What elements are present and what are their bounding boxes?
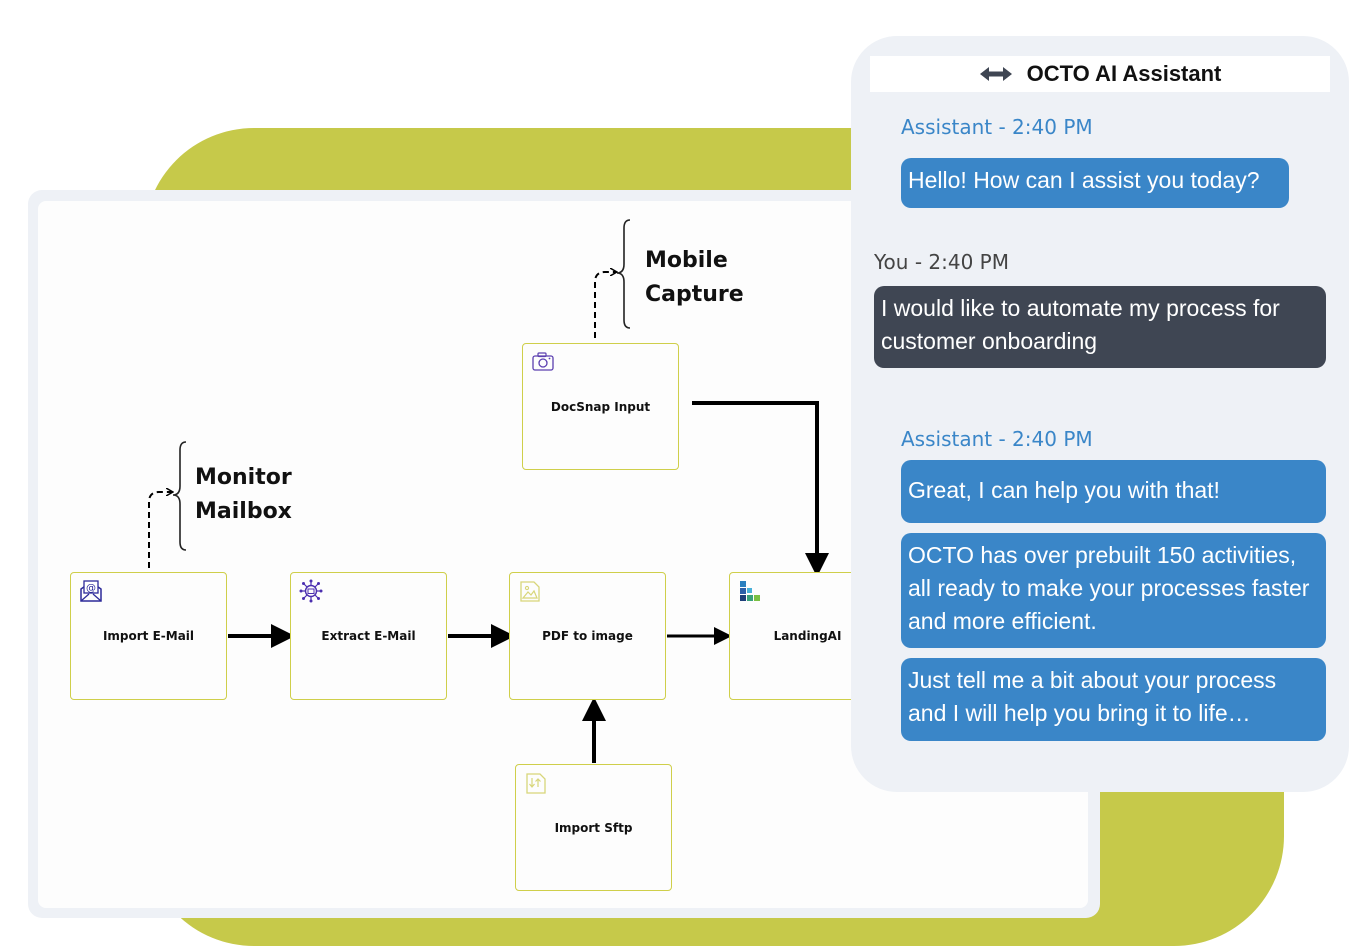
assistant-message-bubble: Hello! How can I assist you today?: [901, 158, 1289, 208]
node-import-sftp[interactable]: Import Sftp: [515, 764, 672, 891]
node-label: PDF to image: [542, 629, 633, 643]
sftp-file-icon: [526, 773, 546, 794]
resize-horizontal-icon[interactable]: [979, 64, 1013, 84]
node-label: Import Sftp: [554, 820, 633, 835]
node-docsnap-input[interactable]: DocSnap Input: [522, 343, 679, 470]
node-label: DocSnap Input: [550, 399, 651, 414]
node-pdf-to-image[interactable]: PDF to image: [509, 572, 666, 700]
chat-title: OCTO AI Assistant: [1026, 61, 1222, 86]
email-icon: @: [80, 580, 102, 602]
landingai-logo-icon: [740, 581, 760, 601]
node-label: LandingAI: [773, 629, 842, 643]
annotation-monitor-mailbox-line1: Monitor: [195, 465, 292, 490]
message-meta-user: You - 2:40 PM: [874, 250, 1009, 274]
annotation-mobile-capture-line1: Mobile: [645, 248, 728, 273]
annotation-mobile-capture: Mobile Capture: [645, 244, 744, 312]
assistant-message-bubble: Just tell me a bit about your process an…: [901, 658, 1326, 741]
assistant-message-bubble: OCTO has over prebuilt 150 activities, a…: [901, 533, 1326, 648]
node-label: Extract E-Mail: [321, 629, 416, 643]
user-message-bubble: I would like to automate my process for …: [874, 286, 1326, 368]
annotation-monitor-mailbox-line2: Mailbox: [195, 499, 292, 524]
assistant-message-bubble: Great, I can help you with that!: [901, 460, 1326, 523]
annotation-mobile-capture-line2: Capture: [645, 282, 744, 307]
node-extract-email[interactable]: Extract E-Mail: [290, 572, 447, 700]
message-meta-assistant: Assistant - 2:40 PM: [901, 115, 1093, 139]
image-file-icon: [520, 581, 540, 602]
camera-icon: [532, 352, 554, 371]
message-meta-assistant: Assistant - 2:40 PM: [901, 427, 1093, 451]
node-import-email[interactable]: @ Import E-Mail: [70, 572, 227, 700]
annotation-monitor-mailbox: Monitor Mailbox: [195, 461, 292, 529]
node-label: Import E-Mail: [102, 629, 195, 643]
network-mail-icon: [299, 579, 323, 603]
chat-panel: OCTO AI Assistant Assistant - 2:40 PM He…: [851, 36, 1349, 792]
svg-text:@: @: [86, 583, 96, 594]
chat-header: OCTO AI Assistant: [870, 56, 1330, 92]
